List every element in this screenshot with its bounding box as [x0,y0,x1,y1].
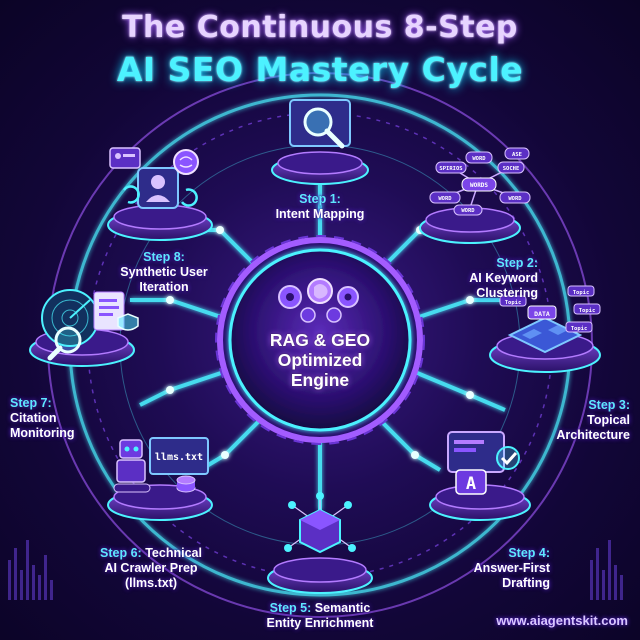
llms-file-label: llms.txt [155,452,203,463]
step-title-line-2: Architecture [556,428,630,442]
step-number: Step 4: [508,546,550,560]
topic-chip: Topic [579,308,596,314]
central-label-line-3: Engine [290,370,350,390]
equalizer-right [590,540,623,600]
step-6-label: Step 6: Technical AI Crawler Prep (llms.… [96,546,206,591]
step-title-line-1: Citation [10,411,57,425]
step-number: Step 6: [100,546,142,560]
platform-step1 [271,151,369,185]
step-number: Step 3: [588,398,630,412]
gears-brain-icon [278,278,359,323]
topic-architecture-icon: DATA Topic Topic Topic Topic [499,285,601,354]
answer-draft-icon: A [447,431,520,495]
step-title-line-1: Topical [587,413,630,427]
central-engine-label: RAG & GEO Optimized Engine [250,330,390,390]
title-line-2: AI SEO Mastery Cycle [116,50,524,89]
step-4-label: Step 4: Answer-First Drafting [440,546,550,591]
title-line-1: The Continuous 8-Step [122,10,518,45]
step-number: Step 7: [10,396,52,410]
word-chip: WORD [508,196,522,202]
step-title-line-3: (llms.txt) [124,576,178,590]
user-brain-cycle-icon [109,147,199,209]
crawler-robot-icon: llms.txt [113,437,209,493]
step-title-line-1: Answer-First [473,561,550,575]
step-title: Technical [145,546,202,560]
step-title-line-2: Monitoring [10,426,75,440]
step-title-line-2: Drafting [502,576,550,590]
step-8-label: Step 8: Synthetic User Iteration [106,250,222,295]
word-chip: WORD [438,196,452,202]
keyword-cluster-icon: SPIRIOS WORD SOCHE WORDS WORD WORD WORD … [429,147,531,216]
platform-step2 [419,207,521,244]
data-chip: DATA [534,310,550,318]
radar-monitor-icon [41,289,139,361]
step-number: Step 5: [269,601,312,615]
step-title-line-2: Iteration [139,280,189,294]
step-title-line-1: Synthetic User [120,265,208,279]
topic-chip: Topic [573,290,590,296]
answer-letter: A [466,474,476,494]
step-title-line-1: AI Keyword [469,271,538,285]
spoke-nodes [166,226,474,459]
step-3-label: Step 3: Topical Architecture [520,398,630,443]
platform-step8 [107,204,213,241]
step-5-label: Step 5: Semantic Entity Enrichment [236,601,404,631]
central-label-line-1: RAG & GEO [269,330,371,350]
step-title-line-1: Step 5: Semantic [236,601,404,616]
step-number: Step 8: [143,250,185,264]
step-title-line-1: Step 6: Technical [96,546,206,561]
word-chip: WORD [472,156,486,162]
central-label-line-2: Optimized [277,350,363,370]
topic-chip: Topic [571,326,588,332]
step-title-line-2: Entity Enrichment [266,616,374,630]
entity-cube-icon [284,492,356,554]
step-number: Step 2: [496,256,538,270]
topic-chip: Topic [505,300,522,306]
word-chip: SPIRIOS [439,166,462,172]
step-title: Intent Mapping [275,207,365,221]
step-1-label: Step 1: Intent Mapping [262,192,378,222]
step-title-line-2: AI Crawler Prep [104,561,198,575]
central-engine [215,235,425,445]
website-url: www.aiagentskit.com [496,613,628,628]
word-chip: WORD [461,208,475,214]
platform-step5 [267,557,373,594]
magnifier-screen-icon [289,99,351,149]
step-2-label: Step 2: AI Keyword Clustering [438,256,538,301]
word-chip: WORDS [470,182,488,189]
step-7-label: Step 7: Citation Monitoring [10,396,120,441]
word-chip: SOCHE [503,166,520,172]
step-number: Step 1: [299,192,341,206]
step-title-line-2: Clustering [476,286,538,300]
equalizer-left [8,540,53,600]
step-title: Semantic [314,601,371,615]
word-chip: ASE [512,152,522,158]
